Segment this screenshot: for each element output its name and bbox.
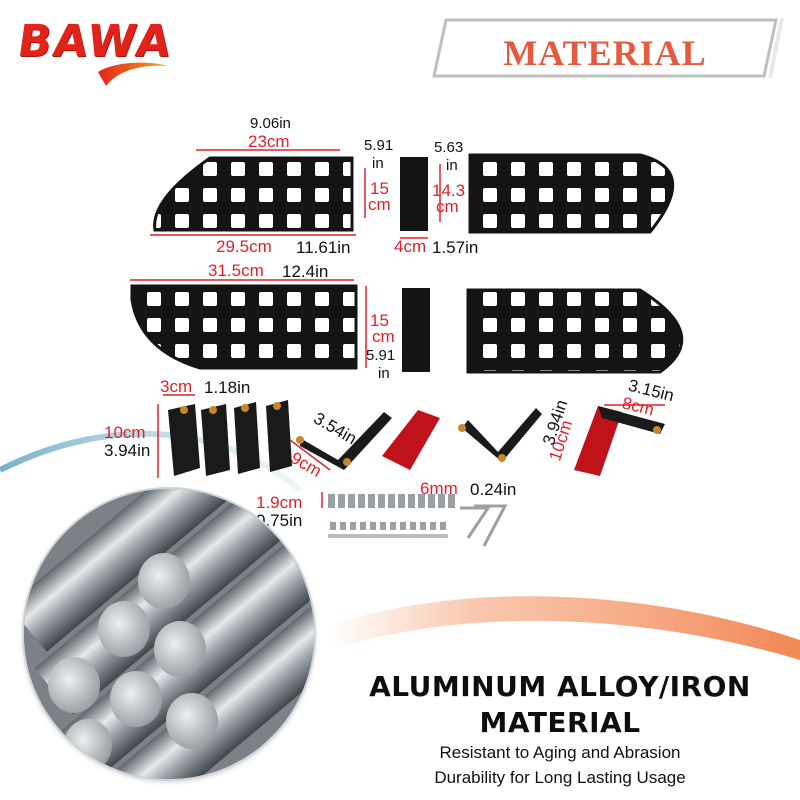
strip-top [400,157,428,231]
panel-top-right [468,153,675,234]
dim-left-h-cm-b: cm [368,195,391,214]
hex-keys-icon [460,504,508,547]
dim-bracket-w-cm: 3cm [160,377,193,396]
dim-top-width-cm: 23cm [248,132,290,151]
strip-mid [402,288,430,372]
material-headline-line2: MATERIAL [479,706,641,739]
screws-row [328,494,455,508]
panel-mid-left [130,284,358,370]
dim-left-h-cm-a: 15 [370,179,389,198]
dim-right-h-in-b: in [446,157,458,174]
mounting-brackets [168,400,292,476]
dim-row2-h-in-b: in [378,365,390,382]
dim-bracket-w-in: 1.18in [204,378,251,397]
angle-arms [296,406,665,476]
dim-row2-top-in: 12.4in [282,262,329,281]
material-photo [24,489,314,779]
dim-screw-len-cm: 1.9cm [256,493,303,512]
dim-strip-cm: 4cm [394,237,427,256]
banner-frame [432,18,784,78]
material-banner: MATERIAL [424,14,786,82]
dim-right-h-cm-b: cm [436,197,459,216]
dim-strip-in: 1.57in [432,238,479,257]
small-screws-row [328,522,448,538]
dim-row1-bottom-in: 11.61in [296,238,351,257]
dim-right-h-in-a: 5.63 [434,139,464,156]
material-benefit-1: Resistant to Aging and Abrasion [439,743,681,762]
dim-left-h-in-b: in [372,155,384,172]
dim-row2-h-cm-b: cm [372,327,395,346]
dim-right-h-cm-a: 14.3 [432,181,466,200]
dim-screw-len-in: 0.75in [256,511,303,530]
panel-mid-right [466,288,684,374]
dim-row2-top-cm: 31.5cm [208,261,264,280]
bracket-nuts [180,402,281,414]
dim-bracket-h-in: 3.94in [104,441,151,460]
dim-top-width-in: 9.06in [250,115,291,132]
dim-screw-mm: 6mm [420,479,458,498]
material-benefit-2: Durability for Long Lasting Usage [434,768,686,787]
brand-logo: BAWA [14,10,178,90]
dim-left-h-in-a: 5.91 [364,137,394,154]
banner-title: MATERIAL [503,33,707,73]
dim-row2-h-cm-a: 15 [370,311,389,330]
aluminum-rods-icon [24,489,314,779]
logo-swoosh-icon [98,62,168,86]
dim-row2-h-in-a: 5.91 [366,347,396,364]
dim-bracket-h-cm: 10cm [104,423,146,442]
dim-row1-bottom-cm: 29.5cm [216,237,272,256]
dim-screw-in: 0.24in [470,480,517,499]
material-headline-line1: ALUMINUM ALLOY/IRON [369,670,751,703]
panel-top-left [153,156,354,232]
